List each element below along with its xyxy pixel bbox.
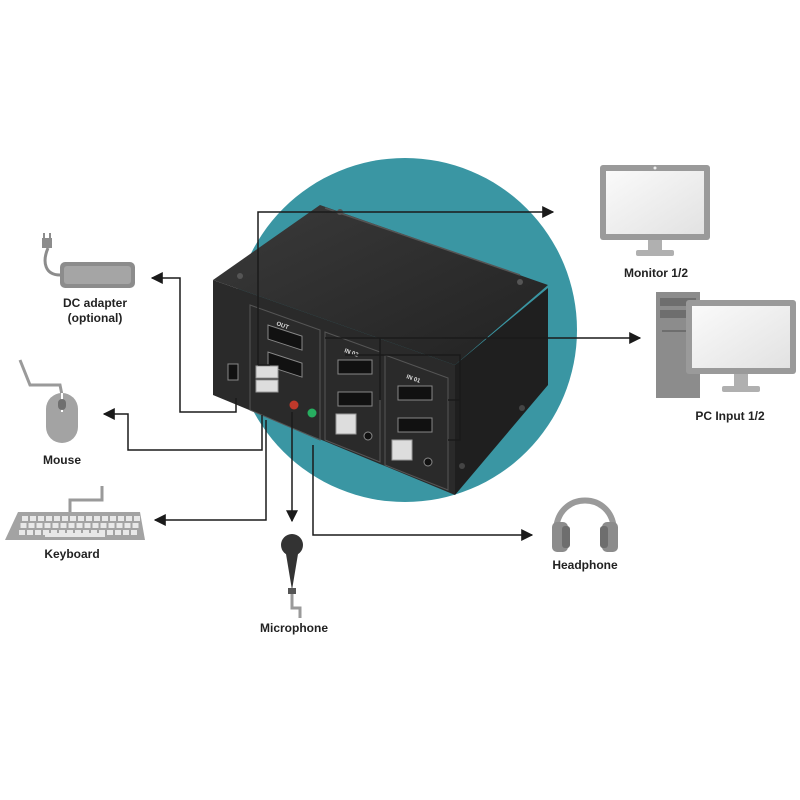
keyboard-key — [46, 516, 52, 521]
keyboard-key — [126, 516, 132, 521]
keyboard-key — [60, 523, 67, 528]
displayport-in01-2 — [397, 417, 433, 433]
keyboard-key — [102, 516, 108, 521]
keyboard-key — [70, 516, 76, 521]
usb-a-port-1 — [255, 365, 279, 379]
keyboard-key — [118, 516, 124, 521]
keyboard-key — [19, 530, 25, 535]
keyboard-key — [83, 530, 89, 535]
keyboard-label: Keyboard — [44, 547, 100, 561]
keyboard-key — [99, 530, 105, 535]
keyboard-key — [107, 530, 113, 535]
connection-lines — [102, 206, 642, 541]
line-to-keyboard — [153, 420, 267, 526]
keyboard-key — [78, 516, 84, 521]
keyboard-key — [84, 523, 91, 528]
keyboard-key — [91, 530, 97, 535]
keyboard-key — [75, 530, 81, 535]
keyboard-key — [51, 530, 57, 535]
displayport-out-2 — [267, 351, 303, 378]
keyboard-key — [54, 516, 60, 521]
keyboard-key — [134, 516, 140, 521]
headphone-icon — [552, 497, 618, 552]
monitor-label: Monitor 1/2 — [623, 266, 688, 280]
keyboard-key — [124, 523, 131, 528]
keyboard-key — [22, 516, 28, 521]
keyboard-key — [68, 523, 75, 528]
audio-jack — [307, 408, 317, 418]
keyboard-key — [108, 523, 115, 528]
headphone-label: Headphone — [552, 558, 618, 572]
keyboard-key — [132, 523, 139, 528]
keyboard-key — [115, 530, 121, 535]
in-01-panel-label: IN 01 — [405, 374, 421, 385]
keyboard-key — [20, 523, 27, 528]
keyboard-key — [38, 516, 44, 521]
in-02-panel-label: IN 02 — [343, 348, 359, 359]
out-panel-label: OUT — [275, 321, 289, 331]
in-01-port-panel: IN 01 — [384, 354, 449, 491]
mic-jack — [289, 400, 299, 410]
keyboard-key — [92, 523, 99, 528]
dc-adapter-label-line2: (optional) — [67, 311, 123, 325]
in-02-port-panel: IN 02 — [324, 331, 381, 463]
mouse-icon — [18, 359, 78, 443]
audio-jack-in01 — [423, 457, 433, 467]
microphone-label: Microphone — [260, 621, 328, 635]
keyboard-key — [67, 530, 73, 535]
keyboard-key — [86, 516, 92, 521]
monitor-icon — [600, 165, 710, 256]
pc-tower-icon — [656, 292, 796, 398]
keyboard-key — [123, 530, 129, 535]
dc-jack — [227, 363, 239, 381]
keyboard-key — [27, 530, 33, 535]
audio-jack-in02 — [363, 431, 373, 441]
keyboard-key — [100, 523, 107, 528]
keyboard-key — [62, 516, 68, 521]
keyboard-key — [131, 530, 137, 535]
keyboard-icon — [5, 486, 145, 540]
keyboard-key — [36, 523, 43, 528]
usb-b-port-in02 — [335, 413, 357, 435]
displayport-in02-1 — [337, 359, 373, 375]
line-to-headphone — [312, 445, 534, 541]
keyboard-key — [94, 516, 100, 521]
keyboard-key — [43, 530, 49, 535]
line-to-monitor — [257, 206, 555, 365]
mouse-label: Mouse — [42, 453, 81, 467]
keyboard-key — [59, 530, 65, 535]
keyboard-key — [35, 530, 41, 535]
keyboard-key — [28, 523, 35, 528]
microphone-icon — [281, 534, 303, 618]
keyboard-key — [116, 523, 123, 528]
power-adapter-icon — [42, 233, 135, 288]
keyboard-key — [76, 523, 83, 528]
keyboard-key — [44, 523, 51, 528]
displayport-in02-2 — [337, 391, 373, 407]
displayport-out-1 — [267, 324, 303, 351]
displayport-in01-1 — [397, 385, 433, 401]
usb-a-port-2 — [255, 379, 279, 393]
dc-adapter-label-line1: DC adapter — [62, 296, 127, 310]
line-to-mouse — [102, 408, 263, 451]
line-to-dc-adapter — [150, 272, 237, 413]
dc-adapter-label: DC adapter (optional) — [50, 296, 140, 326]
keyboard-key — [52, 523, 59, 528]
usb-b-port-in01 — [391, 439, 413, 461]
pc-input-label: PC Input 1/2 — [695, 409, 765, 423]
kvm-switch-icon: OUT IN 02 IN 01 — [213, 205, 548, 495]
out-port-panel: OUT — [227, 304, 321, 441]
keyboard-key — [30, 516, 36, 521]
keyboard-spacebar — [45, 533, 105, 537]
keyboard-key — [110, 516, 116, 521]
